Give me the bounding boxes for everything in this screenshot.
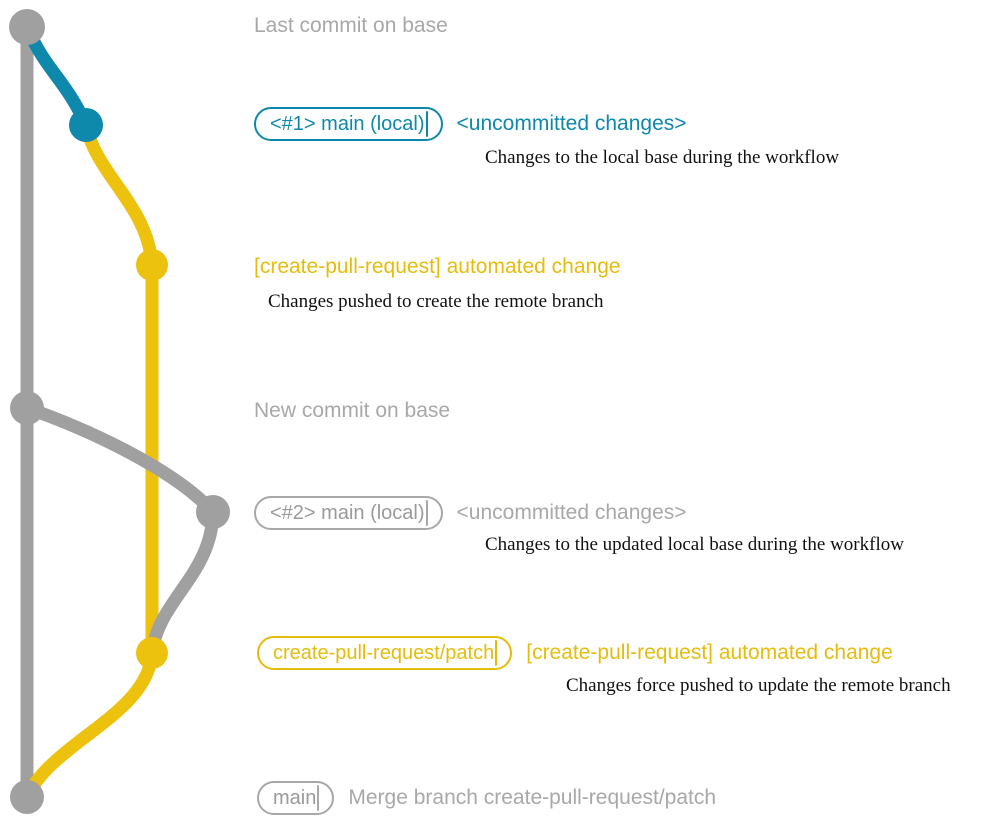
graph-edge-patch-2-merge-in xyxy=(145,505,220,660)
commit-subject-local-1: <uncommitted changes> xyxy=(456,112,687,135)
graph-edge-layer xyxy=(20,20,220,804)
row-merge: main Merge branch create-pull-request/pa… xyxy=(257,781,716,815)
graph-edge-merge-edge xyxy=(20,646,159,804)
commit-node-local-2[interactable] xyxy=(196,495,230,529)
headline-new-commit-on-base: New commit on base xyxy=(254,399,451,422)
commit-node-merge-head[interactable] xyxy=(10,780,44,814)
commit-subject-automated-change-1: [create-pull-request] automated change xyxy=(254,255,621,278)
ref-pill-main[interactable]: main xyxy=(257,781,335,815)
commit-node-patch-1[interactable] xyxy=(136,249,168,281)
note-automated-change-1: Changes pushed to create the remote bran… xyxy=(268,291,604,312)
graph-edge-local-2-branch xyxy=(20,401,220,519)
ref-pill-main-local-2[interactable]: <#2> main (local) xyxy=(254,496,443,530)
row-local-1: <#1> main (local) <uncommitted changes> xyxy=(254,107,687,141)
commit-node-base-new[interactable] xyxy=(10,391,44,425)
graph-node-layer xyxy=(9,9,230,814)
note-local-1: Changes to the local base during the wor… xyxy=(485,147,840,168)
graph-edge-patch-1-branch xyxy=(79,118,159,272)
headline-last-commit-on-base: Last commit on base xyxy=(254,14,448,37)
note-local-2: Changes to the updated local base during… xyxy=(485,534,904,555)
row-automated-change-2: create-pull-request/patch [create-pull-r… xyxy=(257,636,893,670)
commit-node-base-head[interactable] xyxy=(9,9,45,45)
note-automated-change-2: Changes force pushed to update the remot… xyxy=(566,675,951,696)
row-local-2: <#2> main (local) <uncommitted changes> xyxy=(254,496,687,530)
commit-node-patch-2[interactable] xyxy=(136,637,168,669)
commit-node-local-1[interactable] xyxy=(69,108,103,142)
commit-subject-local-2: <uncommitted changes> xyxy=(456,501,687,524)
commit-subject-automated-change-2: [create-pull-request] automated change xyxy=(526,641,893,664)
ref-pill-main-local-1[interactable]: <#1> main (local) xyxy=(254,107,443,141)
commit-subject-merge: Merge branch create-pull-request/patch xyxy=(348,786,717,809)
ref-pill-create-pull-request-patch[interactable]: create-pull-request/patch xyxy=(257,636,513,670)
